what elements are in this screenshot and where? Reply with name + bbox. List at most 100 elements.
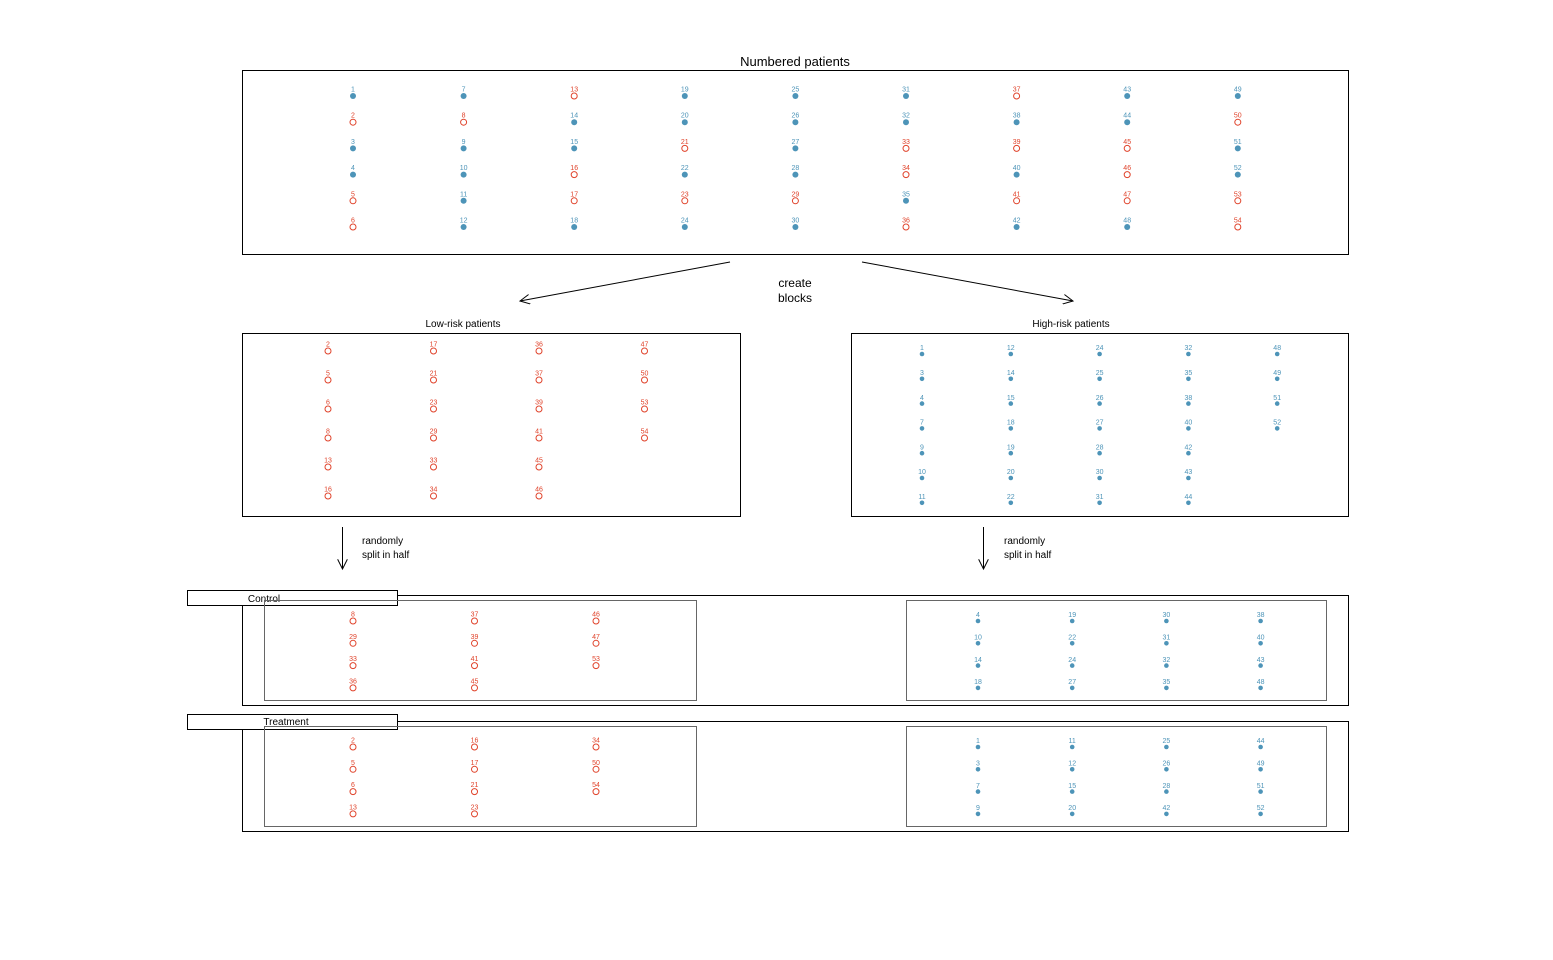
low-risk-patient-marker — [535, 434, 543, 442]
patient-id-label: 24 — [1096, 345, 1104, 352]
patient-id-label: 36 — [349, 678, 357, 685]
patient-id-label: 34 — [902, 165, 910, 172]
high-risk-patient-marker — [975, 811, 981, 817]
arrow-to-high-risk — [861, 261, 1073, 301]
high-risk-patient-marker — [350, 171, 356, 178]
high-risk-patient-marker — [1258, 685, 1263, 691]
patient-id-label: 48 — [1257, 679, 1265, 686]
split-label-high-line2: split in half — [1004, 550, 1051, 561]
high-risk-patient-marker — [1069, 767, 1075, 772]
low-risk-patient-marker — [592, 743, 600, 751]
high-risk-patient-marker — [1274, 426, 1280, 431]
patient-id-label: 22 — [1007, 494, 1015, 501]
high-risk-patient-marker — [1234, 171, 1241, 178]
high-risk-patient-marker — [919, 351, 925, 357]
patient-id-label: 4 — [351, 165, 355, 172]
numbered-patients-panel — [242, 70, 1349, 255]
low-risk-patient-marker — [592, 617, 600, 625]
low-risk-patient-marker — [902, 144, 910, 152]
patient-id-label: 12 — [460, 218, 468, 225]
patient-id-label: 35 — [1185, 370, 1193, 377]
patient-id-label: 45 — [535, 458, 543, 465]
patient-id-label: 15 — [570, 139, 578, 146]
low-risk-patient-marker — [460, 118, 468, 126]
patient-id-label: 27 — [1096, 420, 1104, 427]
patient-id-label: 42 — [1185, 444, 1193, 451]
high-risk-patient-marker — [1124, 224, 1131, 230]
low-risk-patient-marker — [349, 223, 357, 231]
patient-id-label: 26 — [1096, 395, 1104, 402]
numbered-patients-title: Numbered patients — [740, 54, 850, 69]
high-risk-patient-marker — [460, 224, 467, 230]
high-risk-patient-marker — [1069, 663, 1075, 668]
low-risk-patient-marker — [471, 617, 478, 625]
low-risk-patient-marker — [902, 223, 910, 231]
high-risk-patient-marker — [1008, 450, 1014, 456]
patient-id-label: 46 — [1123, 165, 1131, 172]
low-risk-patient-marker — [1013, 92, 1021, 100]
high-risk-patient-marker — [1008, 401, 1014, 406]
high-risk-patient-marker — [350, 93, 356, 99]
high-risk-patient-marker — [350, 145, 356, 152]
patient-id-label: 13 — [570, 87, 578, 94]
treatment-label: Treatment — [263, 717, 308, 728]
patient-id-label: 29 — [792, 191, 800, 198]
patient-id-label: 14 — [570, 113, 578, 120]
patient-id-label: 17 — [471, 760, 479, 767]
patient-id-label: 3 — [351, 139, 355, 146]
high-risk-patient-marker — [1258, 789, 1263, 794]
patient-id-label: 10 — [918, 469, 926, 476]
high-risk-patient-marker — [1013, 224, 1020, 230]
low-risk-patient-marker — [324, 405, 332, 413]
patient-id-label: 6 — [326, 400, 330, 407]
patient-id-label: 3 — [976, 761, 980, 768]
patient-id-label: 26 — [1163, 761, 1171, 768]
control-low-risk-box — [264, 600, 697, 701]
high-risk-patient-marker — [681, 93, 688, 99]
patient-id-label: 27 — [792, 139, 800, 146]
low-risk-patient-marker — [570, 171, 578, 179]
patient-id-label: 20 — [1068, 805, 1076, 812]
low-risk-patient-marker — [641, 434, 648, 442]
high-risk-patient-marker — [1258, 744, 1263, 750]
low-risk-patient-marker — [471, 743, 478, 751]
patient-id-label: 49 — [1257, 761, 1265, 768]
high-risk-patient-marker — [1164, 811, 1169, 817]
patient-id-label: 23 — [471, 804, 479, 811]
high-risk-patient-marker — [1258, 811, 1263, 817]
create-blocks-label-line2: blocks — [778, 291, 812, 305]
low-risk-patient-marker — [430, 376, 437, 384]
low-risk-patient-marker — [430, 434, 437, 442]
patient-id-label: 4 — [976, 612, 980, 619]
low-risk-patient-marker — [349, 684, 357, 692]
patient-id-label: 26 — [792, 113, 800, 120]
low-risk-patient-marker — [535, 376, 543, 384]
high-risk-patient-marker — [1164, 789, 1169, 794]
high-risk-patient-marker — [1097, 426, 1102, 431]
patient-id-label: 6 — [351, 782, 355, 789]
create-blocks-label-line1: create — [778, 276, 812, 290]
patient-id-label: 28 — [792, 165, 800, 172]
patient-id-label: 38 — [1185, 395, 1193, 402]
high-risk-patient-marker — [975, 618, 981, 624]
patient-id-label: 9 — [462, 139, 466, 146]
patient-id-label: 5 — [326, 371, 330, 378]
high-risk-patient-marker — [681, 119, 688, 126]
high-risk-patient-marker — [1234, 145, 1241, 152]
low-risk-patient-marker — [681, 144, 689, 152]
high-risk-patient-marker — [1164, 744, 1169, 750]
patient-id-label: 10 — [460, 165, 468, 172]
patient-id-label: 1 — [351, 87, 355, 94]
patient-id-label: 53 — [1234, 191, 1242, 198]
high-risk-patient-marker — [571, 224, 578, 230]
patient-id-label: 42 — [1013, 218, 1021, 225]
high-risk-patient-marker — [1069, 744, 1075, 750]
treatment-low-risk-box — [264, 726, 697, 827]
high-risk-patient-marker — [460, 171, 467, 178]
patient-id-label: 32 — [1185, 345, 1193, 352]
high-risk-patient-marker — [1274, 351, 1280, 357]
low-risk-patient-marker — [592, 788, 600, 796]
